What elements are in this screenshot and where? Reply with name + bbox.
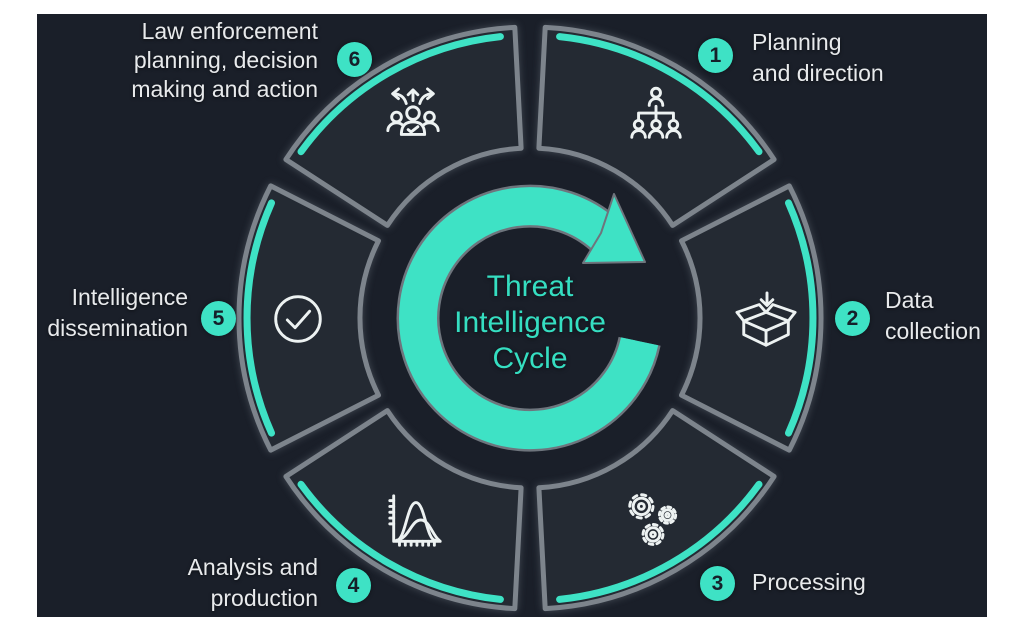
segment-5-accent xyxy=(243,199,275,437)
gears-icon xyxy=(628,493,678,546)
step-3-badge: 3 xyxy=(700,566,735,601)
cycle-arrowhead-icon xyxy=(582,193,646,264)
step-1-badge: 1 xyxy=(698,38,733,73)
open-box-download-icon xyxy=(735,291,797,347)
segment-2-accent xyxy=(785,199,817,437)
step-4-label: Analysis and production xyxy=(187,554,318,611)
segment-5-dissemination xyxy=(236,183,381,453)
segment-3-processing xyxy=(536,408,777,612)
decision-paths-icon xyxy=(386,87,440,136)
cycle-arrow-icon xyxy=(399,187,659,450)
segment-1-planning xyxy=(536,24,777,228)
segment-1-accent xyxy=(556,33,763,156)
check-circle-icon xyxy=(274,295,322,343)
segment-6-accent xyxy=(297,33,504,156)
step-4-badge: 4 xyxy=(336,568,371,603)
step-5-label: Intelligence dissemination xyxy=(47,284,188,341)
bell-curve-chart-icon xyxy=(388,494,442,547)
step-6-badge: 6 xyxy=(337,42,372,77)
cycle-title: Threat Intelligence Cycle xyxy=(454,270,606,375)
org-chart-icon xyxy=(630,86,682,139)
step-3-label: Processing xyxy=(752,569,866,595)
segment-4-analysis xyxy=(283,408,524,612)
step-6-label: Law enforcement planning, decision makin… xyxy=(131,18,318,102)
step-2-badge: 2 xyxy=(835,301,870,336)
segment-4-accent xyxy=(297,480,504,603)
step-5-badge: 5 xyxy=(201,301,236,336)
segment-3-accent xyxy=(556,480,763,603)
step-1-label: Planning and direction xyxy=(752,29,884,86)
step-2-label: Data collection xyxy=(885,287,981,344)
